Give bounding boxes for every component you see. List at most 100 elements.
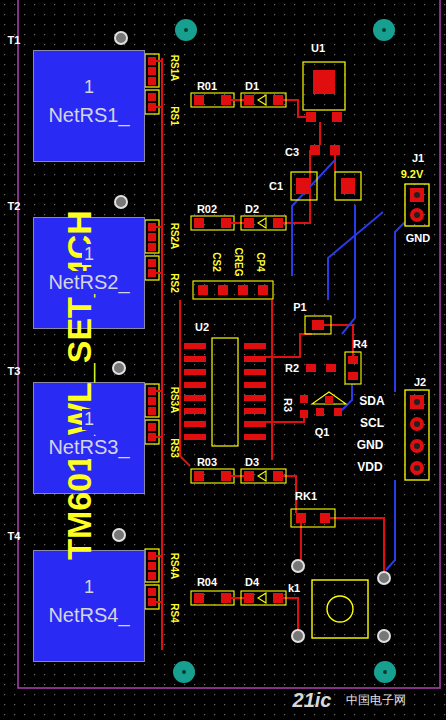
copper-trace [319,122,321,145]
smd-pads [306,364,316,372]
ic-footprint [184,369,206,375]
ic-footprint [244,434,266,440]
capacitor-footprint [330,145,340,155]
ic-footprint [244,421,266,427]
mounting-hole [374,661,396,683]
connector-j1 [405,184,429,226]
part-name: RS4A [169,553,180,580]
copper-trace [330,518,384,572]
part-name: RS4 [169,603,180,622]
mounting-hole [173,19,396,683]
connector-j2 [405,390,429,480]
connector-j2 [410,395,424,409]
copper-trace [283,150,310,223]
capacitor-row [193,281,273,299]
connector-j2 [414,421,420,427]
mounting-hole [173,661,195,683]
part-name: GND [406,232,430,244]
part-name: D1 [245,80,259,92]
bottom-trace [328,212,383,300]
copper-trace [334,155,336,172]
smd-pads [348,356,358,364]
part-name: C3 [285,146,299,158]
connector-j2 [410,417,424,431]
resistor-diode-pair [191,216,286,230]
part-name: U2 [195,321,209,333]
part-name: RS1A [169,55,180,82]
through-hole [113,529,125,541]
resistor-footprint [145,549,162,609]
pin-number: 1 [82,244,96,265]
bottom-trace [386,480,395,570]
part-name: T4 [8,530,21,542]
through-hole [113,362,125,374]
part-name: D3 [245,456,259,468]
ic-footprint [184,338,266,446]
part-name: R4 [353,338,367,350]
part-name: RS3A [169,387,180,414]
copper-trace [324,325,353,356]
capacitor-footprint [335,172,361,200]
smd-pads [320,513,330,523]
pin-number: 1 [82,409,96,430]
signal-name: SDA [359,395,384,408]
ic-footprint [244,343,266,349]
connector-j2 [414,465,420,471]
switch-footprint [327,596,353,622]
switch-footprint [312,580,368,638]
part-name: k1 [288,582,300,594]
capacitor-row [238,285,248,295]
part-name: R01 [197,80,217,92]
watermark: 21ic [293,689,332,711]
smd-pads [334,408,342,416]
board-outline [18,0,440,688]
part-name: RS3 [169,438,180,457]
capacitor-row [198,285,208,295]
resistor-footprint [145,384,162,444]
resistor-diode-pair [191,93,286,107]
switch-footprint [312,580,368,638]
ic-footprint [244,356,266,362]
part-name: R04 [197,576,217,588]
net-name: NetRS4_ [46,604,131,627]
through-hole [115,196,127,208]
connector-j1 [410,188,424,202]
capacitor-row [218,285,228,295]
ic-footprint [184,408,206,414]
part-name: R2 [285,362,299,374]
part-name: Q1 [315,426,330,438]
part-name: U1 [311,42,325,54]
smd-pads [305,316,331,334]
net-name: NetRS3_ [46,436,131,459]
part-name: J1 [412,152,424,164]
smd-pads [316,408,324,416]
connector-j1 [414,192,420,198]
capacitor-footprint [296,178,310,194]
copper-pad: 1NetRS1_ [33,50,145,162]
mounting-hole [182,670,186,674]
connector-j2 [414,443,420,449]
copper-trace [283,476,296,513]
part-name: J2 [414,376,426,388]
part-name: RK1 [295,490,317,502]
copper-trace [271,300,273,460]
smd-pads [300,410,308,418]
signal-name: SCL [360,417,384,430]
ic-footprint [184,434,206,440]
watermark: 中国电子网 [346,694,406,707]
part-name: R02 [197,203,217,215]
part-name: D2 [245,203,259,215]
capacitor-row [258,285,268,295]
copper-trace [283,598,298,630]
ic-footprint [184,356,206,362]
bottom-trace [340,384,352,412]
connector-j1 [414,212,420,218]
connector-j2 [410,439,424,453]
bottom-trace [292,160,405,570]
copper-trace [161,58,163,650]
mounting-hole [382,28,386,32]
mounting-hole [383,670,387,674]
voltage-label: 9.2V [401,168,424,180]
signal-name: VDD [357,461,382,474]
